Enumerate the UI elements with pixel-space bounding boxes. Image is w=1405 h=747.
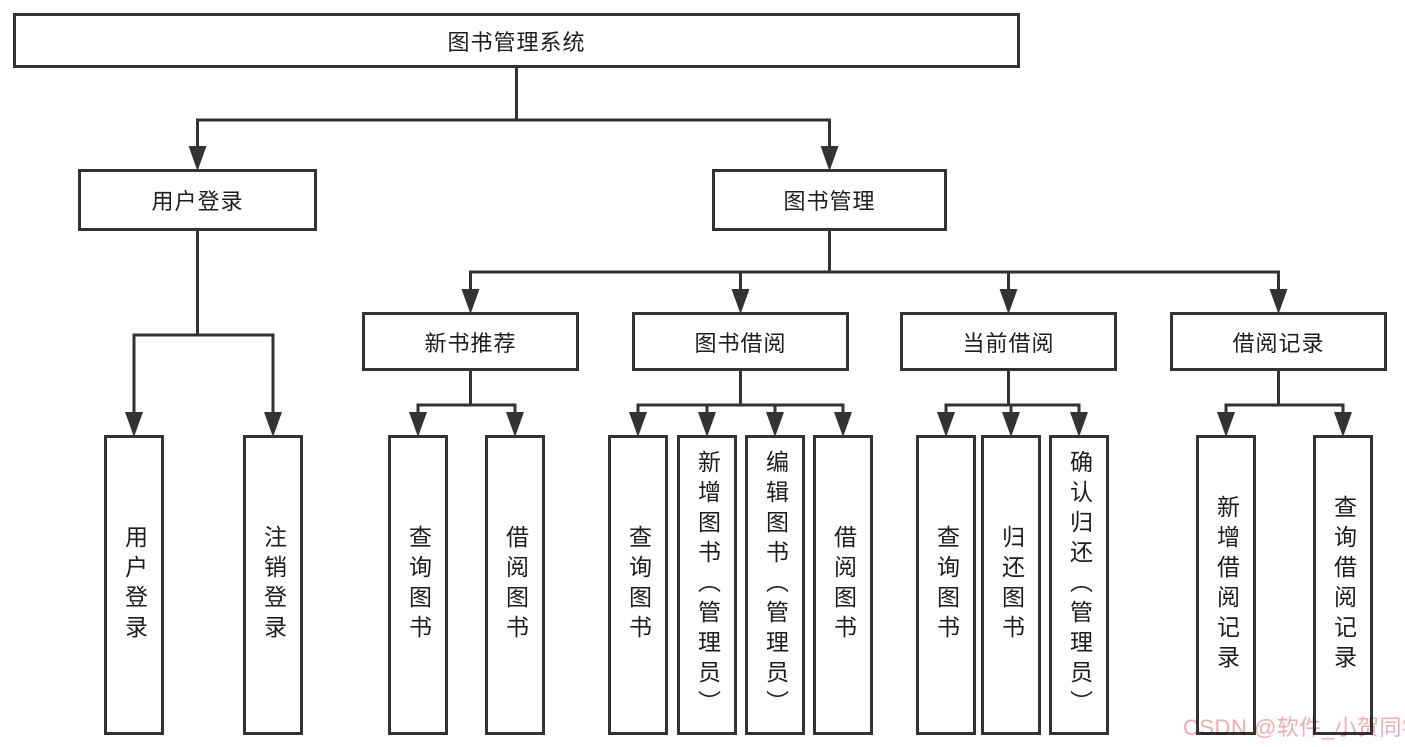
node-label: 查询图书 [625,525,652,645]
node-rec-borrow: 借阅图书 [485,435,545,735]
arrowhead [1002,412,1020,437]
connector-from-new-book-rec [409,369,524,437]
node-label: 确认归还（管理员） [1066,450,1093,720]
node-label: 查询图书 [405,525,432,645]
node-label: 编辑图书（管理员） [762,450,789,720]
node-label: 新增借阅记录 [1213,495,1240,675]
connector-from-borrow-records [1217,369,1352,437]
connector-path [469,229,1280,292]
node-label: 图书管理系统 [447,29,586,55]
connector-path [132,229,275,415]
connector-from-current-borrow [937,369,1088,437]
node-book-borrow: 图书借阅 [632,312,849,371]
connector-path [416,369,517,415]
arrowhead [820,146,839,171]
node-label: 注销登录 [260,525,287,645]
node-new-book-rec: 新书推荐 [362,312,579,371]
arrowhead [188,146,207,171]
node-logout-leaf: 注销登录 [243,435,303,735]
node-borrow-records: 借阅记录 [1170,312,1387,371]
node-cb-confirm: 确认归还（管理员） [1049,435,1109,735]
node-label: 图书借阅 [694,330,787,356]
node-bb-add: 新增图书（管理员） [677,435,737,735]
node-root: 图书管理系统 [13,13,1020,68]
node-bb-query: 查询图书 [608,435,668,735]
node-bb-borrow: 借阅图书 [813,435,873,735]
node-label: 新书推荐 [424,330,517,356]
connector-path [196,66,831,149]
arrowhead [834,412,852,437]
arrowhead [1070,412,1088,437]
arrowhead [766,412,784,437]
arrowhead [264,412,282,437]
node-label: 查询借阅记录 [1330,495,1357,675]
node-label: 用户登录 [151,189,244,214]
node-label: 借阅记录 [1232,330,1325,356]
arrowhead [125,412,143,437]
arrowhead [731,289,750,314]
arrowhead [409,412,427,437]
arrowhead [1269,289,1288,314]
node-br-query: 查询借阅记录 [1313,435,1373,735]
node-book-mgmt: 图书管理 [712,169,947,231]
connector-path [944,369,1081,415]
node-label: 借阅图书 [502,525,529,645]
node-login-leaf: 用户登录 [104,435,164,735]
node-br-add: 新增借阅记录 [1196,435,1256,735]
node-current-borrow: 当前借阅 [900,312,1117,371]
node-label: 查询图书 [933,525,960,645]
connector-from-user-login [125,229,282,437]
arrowhead [698,412,716,437]
connector-path [1224,369,1345,415]
node-label: 当前借阅 [962,330,1055,356]
connector-from-book-borrow [629,369,852,437]
node-label: 图书管理 [783,189,876,214]
node-user-login: 用户登录 [78,169,317,231]
arrowhead [506,412,524,437]
node-rec-query: 查询图书 [388,435,448,735]
connector-from-root [188,66,839,171]
arrowhead [937,412,955,437]
node-label: 新增图书（管理员） [694,450,721,720]
node-bb-edit: 编辑图书（管理员） [745,435,805,735]
node-cb-return: 归还图书 [981,435,1041,735]
arrowhead [629,412,647,437]
node-cb-query: 查询图书 [916,435,976,735]
connector-from-book-mgmt [461,229,1288,314]
arrowhead [999,289,1018,314]
arrowhead [1217,412,1235,437]
node-label: 借阅图书 [830,525,857,645]
node-label: 用户登录 [121,525,148,645]
node-label: 归还图书 [998,525,1025,645]
connector-path [636,369,845,415]
arrowhead [461,289,480,314]
arrowhead [1334,412,1352,437]
csdn-watermark: CSDN @软件_小贺同学 [1183,715,1405,740]
